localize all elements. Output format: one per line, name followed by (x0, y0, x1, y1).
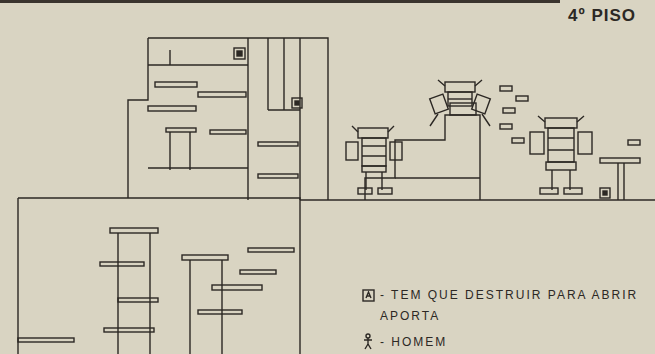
legend-text: - TEM QUE DESTRUIR PARA ABRIR APORTA (380, 285, 642, 327)
legend-text: - HOMEM (380, 332, 580, 353)
floor-title: 4º PISO (568, 6, 636, 26)
